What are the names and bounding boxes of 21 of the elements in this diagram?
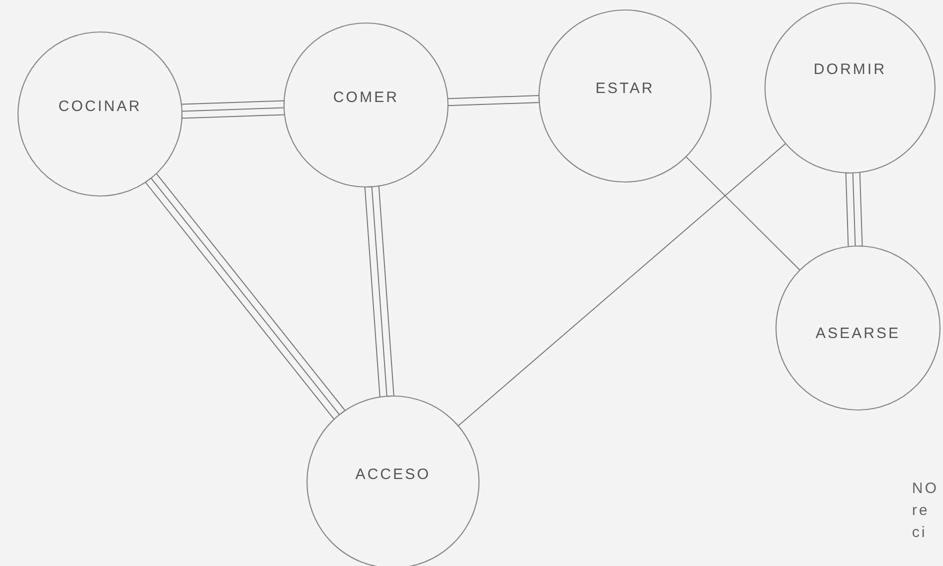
note-text: NO xyxy=(912,480,938,497)
connector-line xyxy=(685,156,800,271)
connector-line xyxy=(364,186,394,398)
connector-line xyxy=(144,173,346,420)
connector-line xyxy=(447,94,540,106)
node-label: ACCESO xyxy=(355,466,431,482)
circle-node xyxy=(775,245,941,411)
note-text: ci xyxy=(912,524,927,541)
node-label: ESTAR xyxy=(596,80,654,96)
circle-node xyxy=(17,31,183,197)
node-label: COCINAR xyxy=(58,98,142,114)
connector-line xyxy=(180,100,286,119)
node-label: COMER xyxy=(333,88,399,106)
connector-line xyxy=(845,172,863,248)
connector-line xyxy=(458,143,786,426)
circle-node xyxy=(764,2,936,174)
circle-node xyxy=(283,22,449,188)
node-label: ASEARSE xyxy=(816,324,900,342)
node-label: DORMIR xyxy=(814,60,886,78)
circle-node xyxy=(538,9,712,183)
note-text: re xyxy=(912,502,930,519)
